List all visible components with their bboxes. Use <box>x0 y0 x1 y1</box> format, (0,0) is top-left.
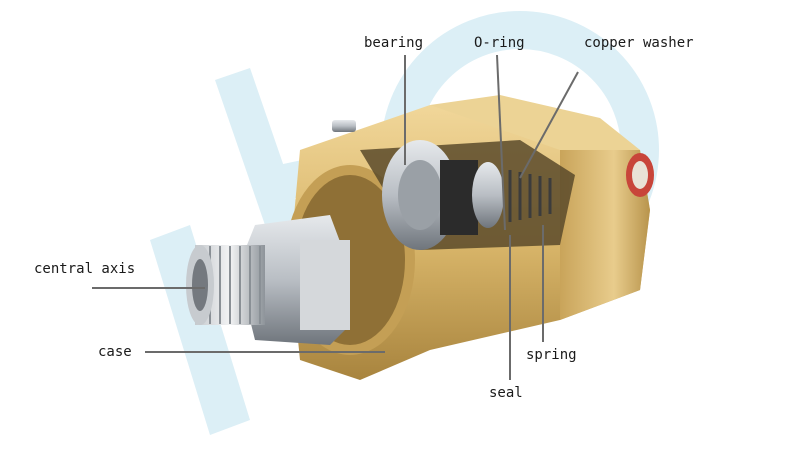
label-seal: seal <box>489 385 523 401</box>
label-bearing: bearing <box>364 35 424 51</box>
internal-parts <box>382 140 552 250</box>
label-copper-washer: copper washer <box>584 35 694 51</box>
brass-housing <box>285 95 654 380</box>
label-o-ring: O-ring <box>474 35 525 51</box>
central-axis-fitting <box>186 215 350 345</box>
leader-copper-washer <box>519 71 579 179</box>
leader-o-ring <box>496 54 506 231</box>
label-central-axis: central axis <box>34 261 136 277</box>
label-case: case <box>98 344 132 360</box>
label-spring: spring <box>526 347 577 363</box>
leader-lines <box>92 54 579 380</box>
